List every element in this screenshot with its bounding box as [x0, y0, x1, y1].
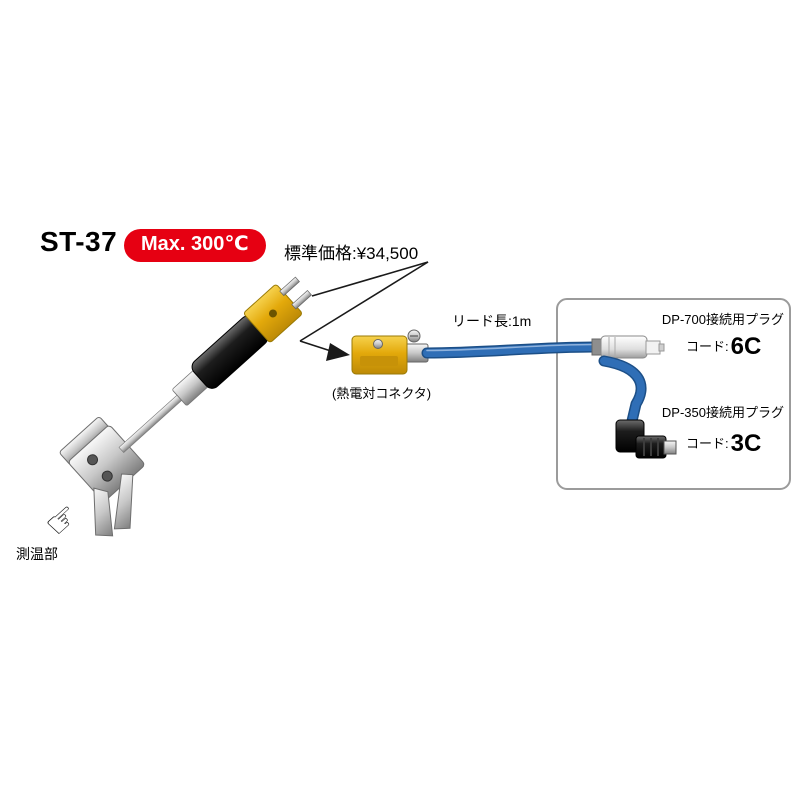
clamp-hole	[87, 454, 99, 466]
max-temp-badge: Max. 300℃	[124, 229, 266, 262]
lead-length-label: リード長:1m	[452, 313, 532, 329]
lead-cable-bottom	[598, 355, 647, 427]
plug-prong	[291, 289, 312, 310]
clamp-tine	[113, 473, 134, 530]
plug-option-dp700-code: コード:6C	[686, 333, 761, 361]
price-label: 標準価格:¥34,500	[284, 244, 419, 263]
plug-tip	[663, 440, 677, 455]
screw-icon	[373, 339, 383, 349]
plug-option-dp350-code: コード:3C	[686, 430, 761, 458]
sensor-part-label: 測温部	[16, 546, 58, 562]
code-value: 6C	[730, 333, 762, 360]
plug-pin	[658, 343, 665, 352]
thermocouple-connector-label: (熱電対コネクタ)	[332, 386, 432, 401]
lead-cable-top	[421, 341, 600, 359]
probe-shaft	[118, 390, 187, 453]
plug-dp700	[591, 335, 665, 359]
arrowhead	[326, 343, 350, 361]
clamp-hole	[101, 470, 113, 482]
probe-plug-hole	[268, 309, 277, 318]
plug-option-dp700-name: DP-700接続用プラグ	[661, 312, 784, 327]
code-prefix: コード:	[686, 436, 729, 451]
product-model: ST-37	[40, 226, 118, 257]
code-value: 3C	[730, 430, 762, 457]
probe	[59, 276, 312, 537]
plug-dp350	[615, 419, 677, 459]
thermocouple-connector	[351, 329, 429, 375]
plug-body	[600, 335, 648, 359]
leader-lines	[299, 261, 429, 353]
plug-prong	[279, 276, 300, 297]
code-prefix: コード:	[686, 339, 729, 354]
plug-tip	[645, 340, 661, 355]
plug-option-dp350-name: DP-350接続用プラグ	[661, 405, 784, 420]
clamp-tine	[93, 487, 114, 537]
connector-slot	[360, 356, 398, 366]
